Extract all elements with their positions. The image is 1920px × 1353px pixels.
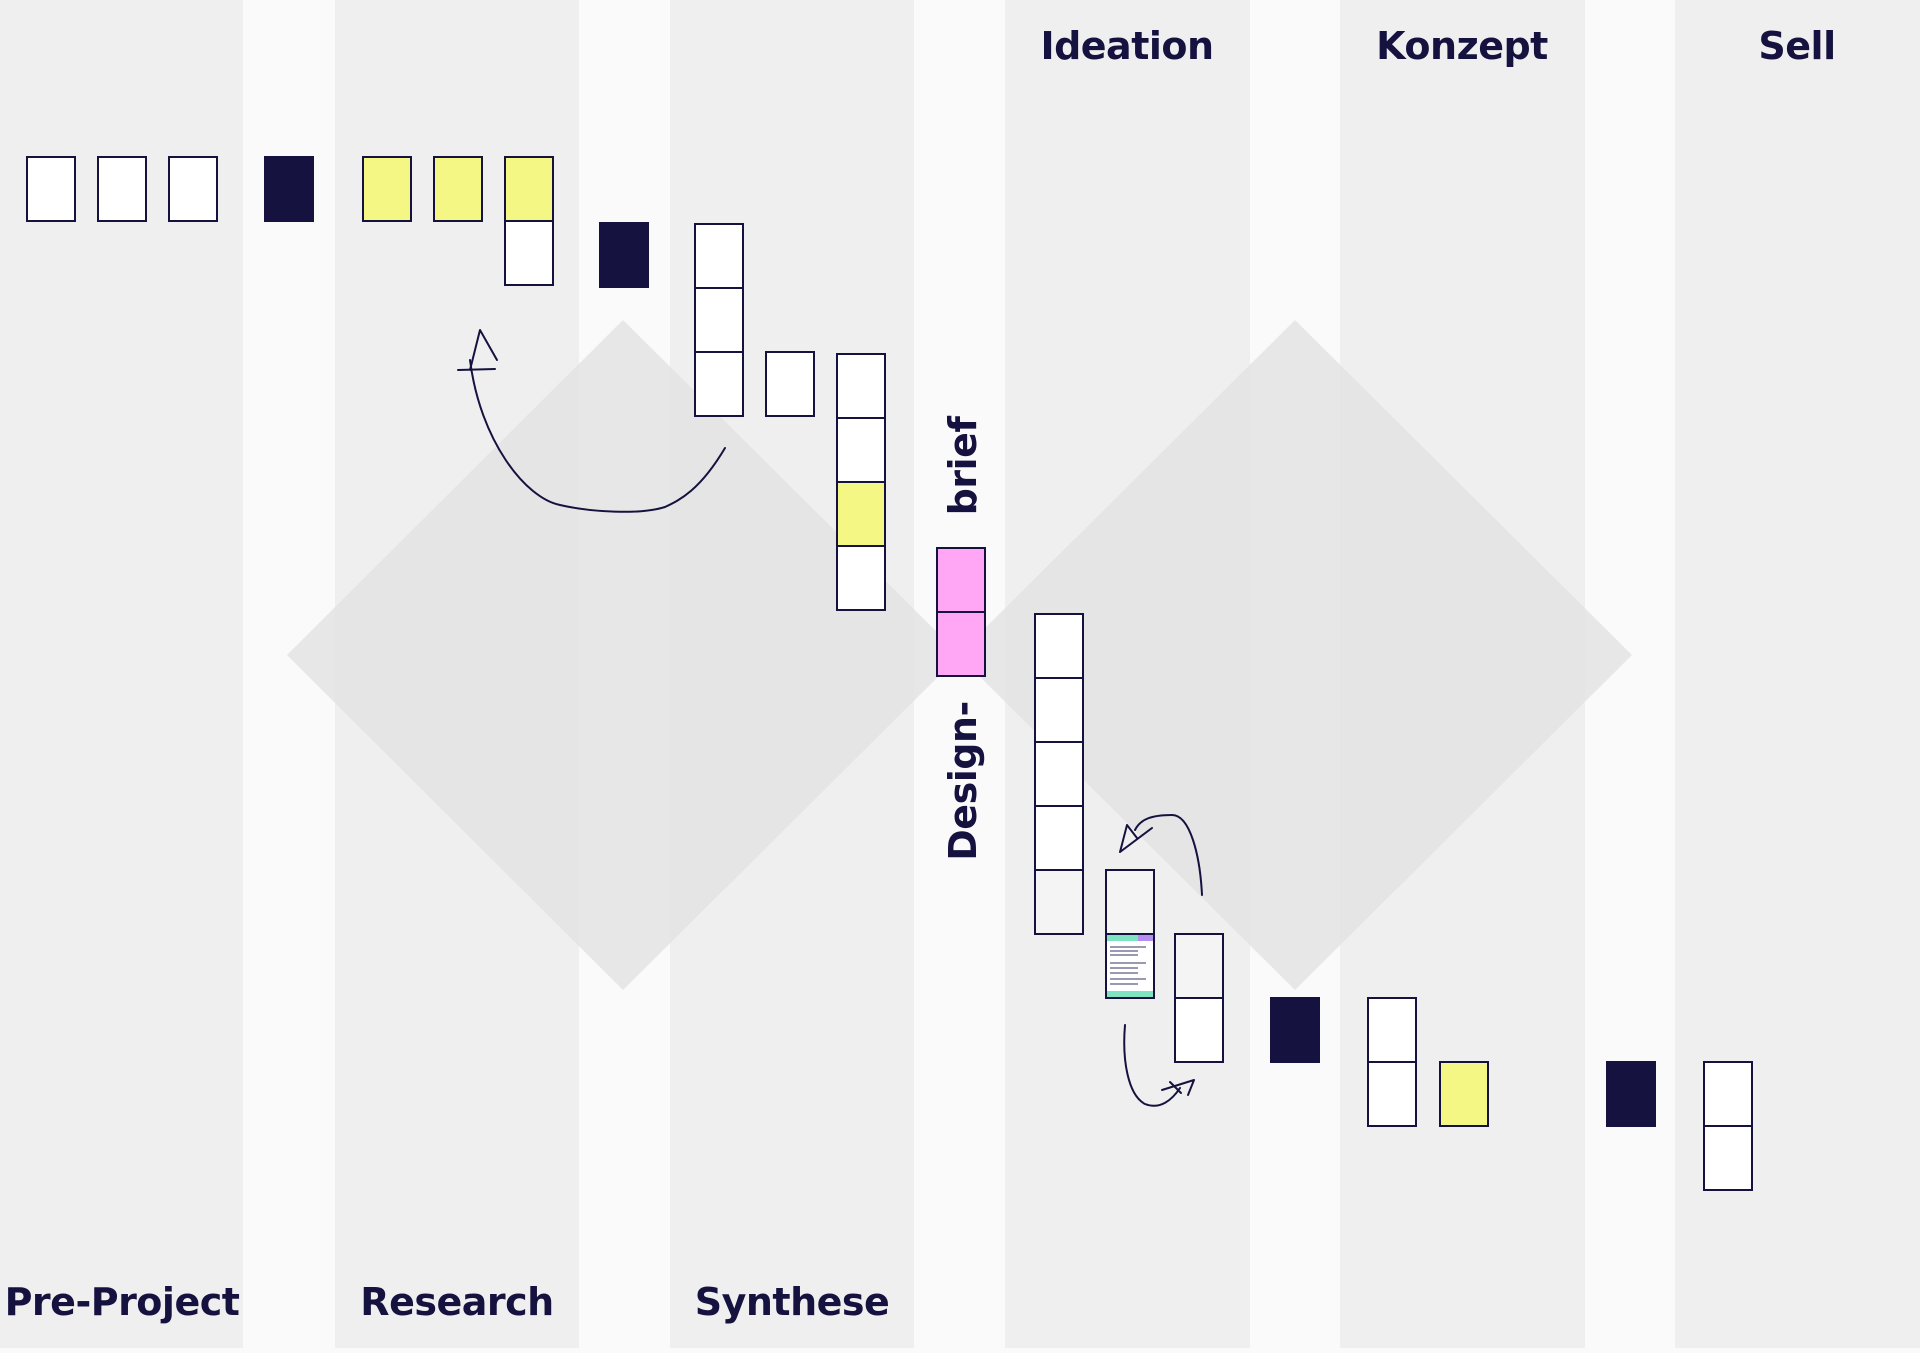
- card-white[interactable]: [97, 156, 147, 222]
- card-white[interactable]: [1034, 805, 1084, 871]
- card-yellow[interactable]: [836, 481, 886, 547]
- thumbnail-text-line: [1110, 983, 1138, 985]
- diamond-develop-deliver: [958, 320, 1632, 990]
- phase-label-konzept: Konzept: [1376, 24, 1548, 68]
- card-white[interactable]: [1367, 997, 1417, 1063]
- thumbnail-footer: [1107, 991, 1153, 997]
- thumbnail-text-line: [1110, 946, 1146, 948]
- card-white[interactable]: [1367, 1061, 1417, 1127]
- diamond-discover-define: [287, 320, 960, 990]
- card-white[interactable]: [836, 417, 886, 483]
- arrow-head-ideation-up: [1119, 824, 1153, 853]
- thumbnail-accent: [1138, 935, 1153, 941]
- thumbnail-text-line: [1110, 978, 1146, 980]
- card-white[interactable]: [694, 287, 744, 353]
- card-dark[interactable]: [264, 156, 314, 222]
- loop-arrow-ideation-up: [1134, 814, 1203, 896]
- phase-label-sell: Sell: [1758, 24, 1836, 68]
- card-dark[interactable]: [599, 222, 649, 288]
- design-brief-label-part1: Design-: [941, 701, 985, 861]
- card-white[interactable]: [694, 351, 744, 417]
- card-dark[interactable]: [1270, 997, 1320, 1063]
- card-white[interactable]: [765, 351, 815, 417]
- card-yellow[interactable]: [1439, 1061, 1489, 1127]
- card-light[interactable]: [1034, 869, 1084, 935]
- card-white[interactable]: [168, 156, 218, 222]
- card-yellow[interactable]: [504, 156, 554, 222]
- card-white[interactable]: [694, 223, 744, 289]
- card-white[interactable]: [1703, 1125, 1753, 1191]
- card-pink[interactable]: [936, 547, 986, 613]
- card-white[interactable]: [1034, 613, 1084, 679]
- design-brief-label-part2: brief: [941, 416, 985, 516]
- card-white[interactable]: [1034, 741, 1084, 807]
- thumbnail-text-line: [1110, 972, 1138, 974]
- loop-arrow-research: [469, 359, 726, 513]
- phase-label-research: Research: [360, 1280, 554, 1324]
- arrow-head-ideation-down: [1161, 1079, 1195, 1096]
- thumbnail-text-line: [1110, 967, 1138, 969]
- card-white[interactable]: [836, 545, 886, 611]
- card-pink[interactable]: [936, 611, 986, 677]
- loop-arrow-ideation-down: [1123, 1024, 1181, 1107]
- card-white[interactable]: [26, 156, 76, 222]
- phase-column-pre-project: [0, 0, 243, 1348]
- card-dark[interactable]: [1606, 1061, 1656, 1127]
- card-light[interactable]: [1174, 933, 1224, 999]
- card-white[interactable]: [836, 353, 886, 419]
- thumbnail-text-line: [1110, 962, 1146, 964]
- card-thumbnail[interactable]: [1105, 933, 1155, 999]
- card-white[interactable]: [1703, 1061, 1753, 1127]
- thumbnail-header: [1107, 935, 1153, 941]
- phase-label-ideation: Ideation: [1040, 24, 1214, 68]
- thumbnail-text-line: [1110, 954, 1138, 956]
- card-light[interactable]: [1105, 869, 1155, 935]
- phase-label-synthese: Synthese: [694, 1280, 890, 1324]
- card-white[interactable]: [504, 220, 554, 286]
- card-white[interactable]: [1034, 677, 1084, 743]
- phase-label-pre-project: Pre-Project: [4, 1280, 240, 1324]
- card-yellow[interactable]: [433, 156, 483, 222]
- card-yellow[interactable]: [362, 156, 412, 222]
- card-white[interactable]: [1174, 997, 1224, 1063]
- thumbnail-text-line: [1110, 950, 1138, 952]
- arrow-head-research: [457, 329, 498, 371]
